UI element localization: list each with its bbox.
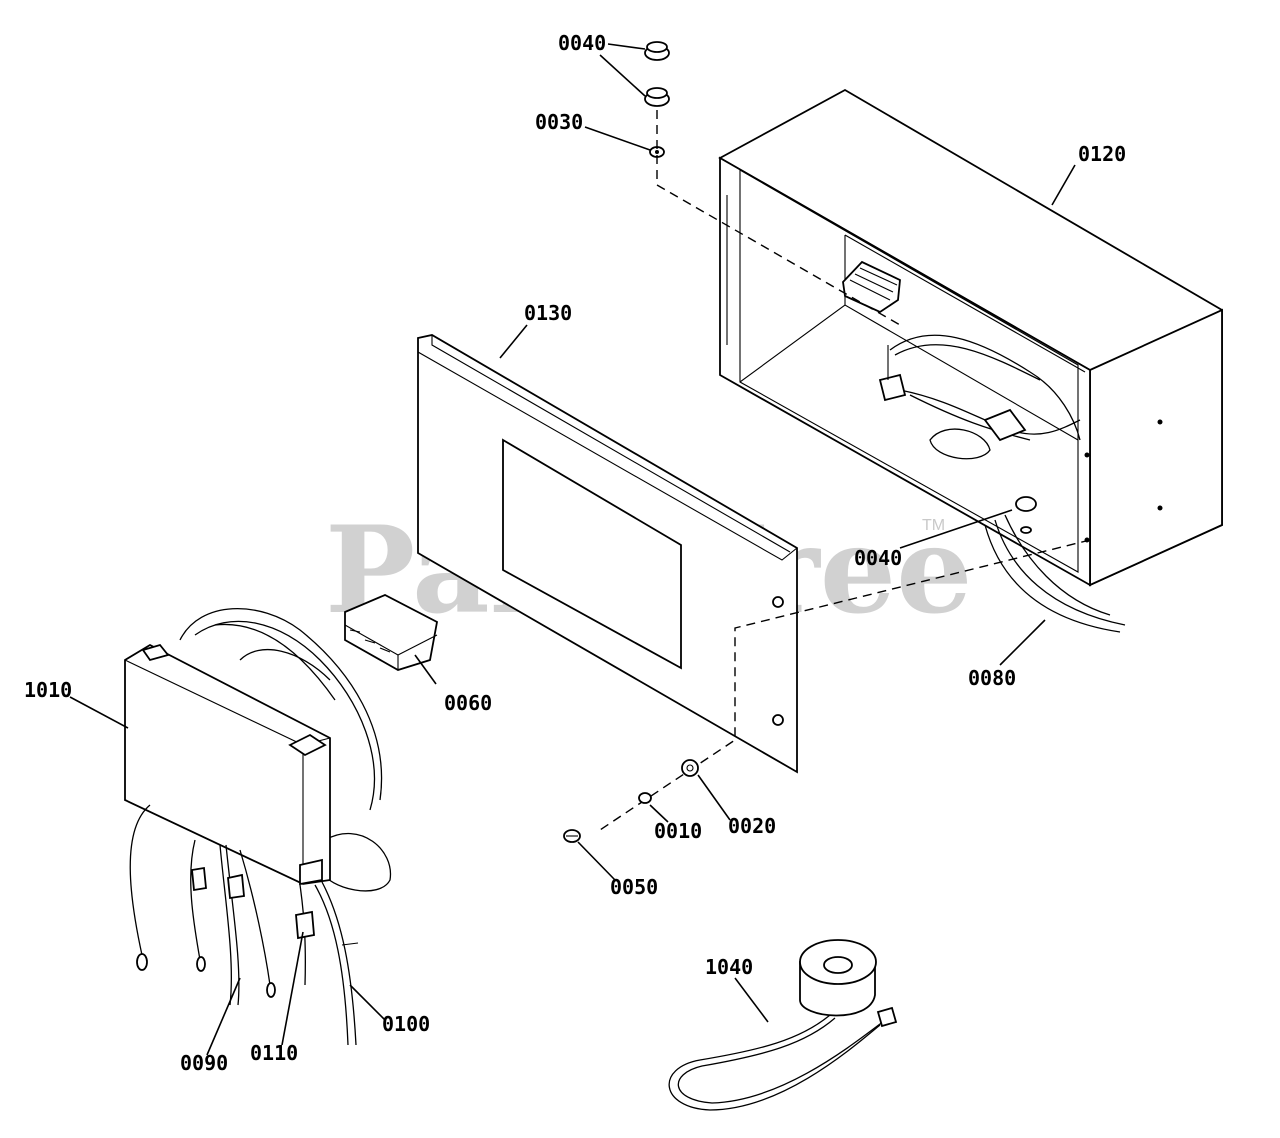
callout-1040: 1040 — [705, 955, 753, 979]
callout-0120: 0120 — [1078, 142, 1126, 166]
enclosure-box-0120[interactable] — [718, 88, 1223, 633]
wire-harness-leads[interactable] — [129, 804, 359, 1046]
screw-0050[interactable] — [563, 829, 581, 843]
callout-0060: 0060 — [444, 691, 492, 715]
callout-0010: 0010 — [654, 819, 702, 843]
circuit-board-0060[interactable] — [344, 594, 439, 671]
callout-0110: 0110 — [250, 1041, 298, 1065]
callout-0030: 0030 — [535, 110, 583, 134]
callout-0100: 0100 — [382, 1012, 430, 1036]
assembly-axis-top — [656, 110, 901, 326]
assembly-axis-bottom — [599, 539, 1091, 831]
callout-0020: 0020 — [728, 814, 776, 838]
callout-0040-top: 0040 — [558, 31, 606, 55]
leader-lines — [69, 43, 1076, 1056]
grommet-0040-top[interactable] — [644, 41, 670, 107]
callout-0090: 0090 — [180, 1051, 228, 1075]
lockwasher-0010[interactable] — [638, 792, 652, 804]
washer-0020[interactable] — [681, 759, 699, 777]
front-panel-0130[interactable] — [417, 334, 798, 774]
callout-1010: 1010 — [24, 678, 72, 702]
watermark-trademark: TM — [922, 517, 945, 534]
callout-0080: 0080 — [968, 666, 1016, 690]
grommet-0040-side[interactable] — [1015, 496, 1037, 534]
sensor-1040[interactable] — [668, 939, 898, 1111]
callout-0130: 0130 — [524, 301, 572, 325]
callout-labels: 0040 0030 0120 0130 0040 0060 1010 0080 … — [24, 31, 1126, 1075]
control-module-1010[interactable] — [124, 607, 392, 892]
callout-0040-side: 0040 — [854, 546, 902, 570]
callout-0050: 0050 — [610, 875, 658, 899]
